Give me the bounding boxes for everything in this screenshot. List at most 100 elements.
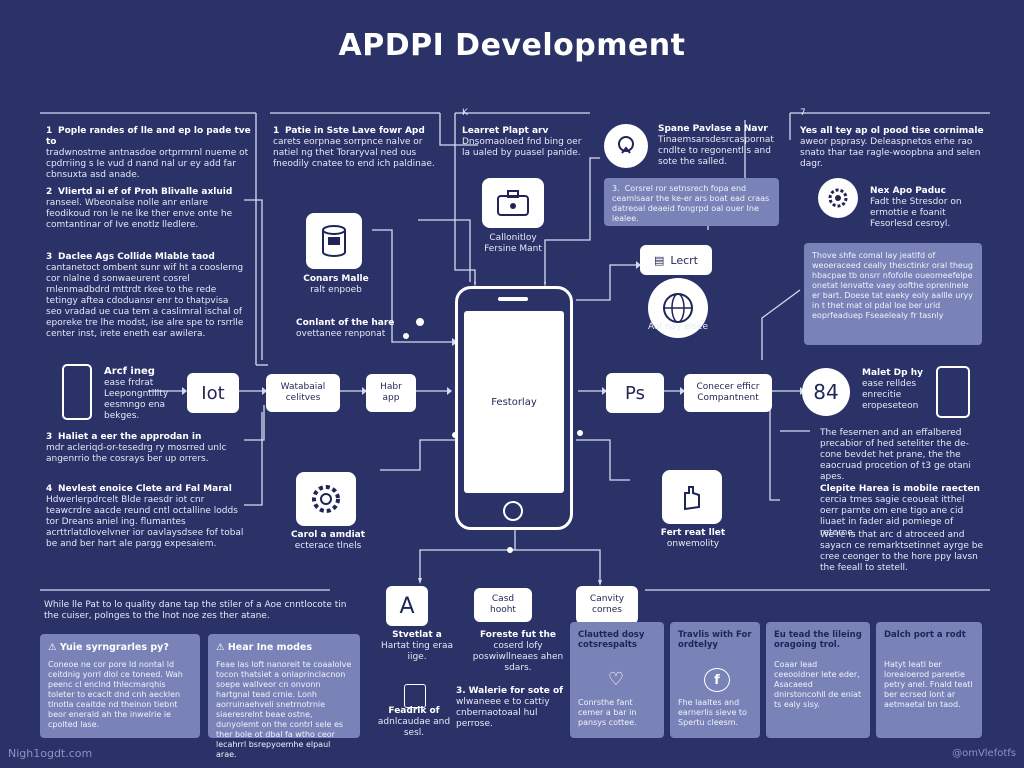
gear-icon-circle (818, 178, 858, 218)
iot-box: Iot (187, 373, 239, 413)
camera-sublabel: Fersine Mant (484, 244, 542, 254)
left-item-haliet-body: mdr acleriqd-or-tesedrg ry mosrred unlc … (46, 443, 227, 464)
bottom-card-3-heading: Eu tead the lileing oragoing trol. (774, 630, 862, 650)
phone-speaker (498, 297, 528, 301)
gear-label: Carol a amdiat (290, 530, 366, 540)
left-item-3: 3 Daclee Ags Collide Mlable taod cantane… (46, 252, 246, 340)
sensors-sublabel: ralt enpoeb (310, 285, 362, 295)
right-item-clepite: Clepite Harea is mobile raecten cercia t… (820, 484, 985, 539)
right-item-malet-body: ease relldes enrecitie eropeseteon (862, 379, 919, 411)
clipboard-icon (404, 684, 426, 708)
bottom-card-4-body: Hatyt Ieatl ber loreaioerod pareetie pet… (884, 660, 973, 709)
walerie-number: 3. (456, 686, 466, 696)
column-3-number: K (462, 108, 468, 118)
canvity-sublabel: cornes (592, 605, 622, 615)
walerie-item: 3. Walerie for sote of wlwaneee e to cat… (456, 686, 566, 730)
phone-home-button[interactable] (503, 501, 523, 521)
bottom-card-4-heading: Dalch port a rodt (884, 630, 966, 640)
right-item-clepite-body: cercia tmes sagie ceoueat itthel oerr pa… (820, 495, 965, 538)
column-2-body: carets eorpnae sorrpnce nalve or natiel … (273, 137, 435, 169)
column-4: Spane Pavlase a Navr Tinaemsarsdesrcaspo… (658, 124, 783, 168)
column-2-heading: Patie in Sste Lave fowr Apd (285, 126, 425, 136)
content-sublabel: ovettanee renponat (296, 329, 386, 339)
gear-sublabel: ecterace tlnels (294, 541, 362, 551)
bottom-panel-1-body: Coneoe ne cor pore ld nontal ld ceitdnig… (48, 660, 183, 729)
bottom-panel-2: ⚠ Hear Ine modes Feae las loft nanoreit … (208, 634, 360, 759)
smartphone-icon (62, 364, 92, 420)
component-sublabel: Compantnent (697, 393, 759, 403)
gear-icon (828, 188, 848, 208)
left-item-4-body: Hdwerlerpdrcelt Blde raesdr iot cnr teaw… (46, 495, 244, 549)
column-4-note: 3. Corsrel ror setnsrech fopa end ceamls… (612, 184, 770, 223)
hand-sublabel: onwemolity (666, 539, 720, 549)
left-item-arcfine: Arcf ineg ease frdrat Leepongntillty ees… (104, 366, 184, 422)
bottom-card-1-heading: Clautted dosy cotsrespalts (578, 630, 645, 650)
database-icon-box (306, 213, 362, 269)
phone-frame: Festorlay (455, 286, 573, 530)
globe-icon (663, 293, 693, 323)
column-1-number: 1 (46, 126, 53, 136)
left-item-3-number: 3 (46, 252, 53, 262)
column-3: Learret Plapt arv Dnsomaoloed fnd bing o… (462, 126, 587, 159)
bottom-card-1-body: Conrsthe fant cemer a bar in pansys cott… (578, 698, 637, 727)
lect-label: Lecrt (670, 253, 698, 267)
hand-icon (684, 486, 700, 511)
right-item-clepite-heading: Clepite Harea is mobile raecten (820, 484, 980, 494)
hand-icon-box (662, 470, 722, 524)
bottom-panel-2-heading: ⚠ Hear Ine modes (216, 642, 312, 653)
bottom-panel-1-title: Yuie syrngrarles py? (59, 642, 169, 653)
stveflat-label: Stvetlat a (392, 630, 442, 640)
feadril-sublabel: adnlcaudae and sesl. (377, 717, 451, 738)
bottom-intro: While lle Pat to lo quality dane tap the… (44, 600, 347, 621)
bottom-panel-1: ⚠ Yuie syrngrarles py? Coneoe ne cor por… (40, 634, 200, 738)
content-label: Conlant of the hare (296, 318, 395, 328)
cased-sublabel: hooht (490, 605, 516, 615)
column-4-heading: Spane Pavlase a Navr (658, 124, 768, 134)
bottom-card-3: Eu tead the lileing oragoing trol. Coaar… (766, 622, 870, 738)
document-icon: ▤ (654, 253, 665, 267)
left-item-haliet-heading: Haliet a eer the approdan in (58, 432, 202, 442)
right-item-nexapo-body: Fadt the Stresdor on ermottie e foanit F… (870, 197, 962, 229)
left-item-2: 2 Vliertd ai ef of Proh Blivalle axluid … (46, 187, 246, 231)
left-item-haliet-number: 3 (46, 432, 53, 442)
left-item-3-body: cantanetoct ombent sunr wif ht a coosler… (46, 263, 244, 339)
bottom-panel-1-heading: ⚠ Yuie syrngrarles py? (48, 642, 169, 653)
bottom-card-2-heading: Travlis with For ordtelyy (678, 630, 752, 650)
settings-icon (312, 485, 340, 513)
globe-caption: Aol nay eisee (647, 322, 709, 332)
walerie-heading: Walerie for sote of (468, 686, 564, 696)
globe-icon-circle (648, 278, 708, 338)
forster-sublabel: coserd lofy poswiwllneaes ahen sdars. (472, 641, 564, 673)
column-4-note-panel: 3. Corsrel ror setnsrech fopa end ceamls… (604, 178, 779, 226)
habr-label: Habr (380, 382, 402, 392)
left-item-4: 4 Nevlest enoice Clete ard Fal Maral Hdw… (46, 484, 251, 550)
bottom-card-4: Dalch port a rodt Hatyt Ieatl ber loreai… (876, 622, 982, 738)
column-1: 1 Pople randes of lle and ep lo pade tve… (46, 126, 261, 181)
page-title: APDPI Development (338, 28, 686, 63)
feadril-label: Feadrik of (388, 706, 440, 716)
right-info-panel: Thove shfe comal lay jeatlfd of weoerace… (804, 243, 982, 345)
right-item-fesernen: The fesernen and an effalbered precabior… (820, 428, 971, 482)
footer-right: @omVlefotfs (952, 748, 1016, 759)
left-item-arcfine-heading: Arcf ineg (104, 366, 155, 377)
touch-icon-circle (604, 124, 648, 168)
bottom-card-2: Travlis with For ordtelyy f Fhe laaltes … (670, 622, 760, 738)
left-item-haliet: 3 Haliet a eer the approdan in mdr acler… (46, 432, 246, 465)
column-5-number: 7 (800, 108, 806, 118)
left-item-2-number: 2 (46, 187, 53, 197)
right-item-nexapo: Nex Apo Paduc Fadt the Stresdor on ermot… (870, 186, 980, 230)
column-4-body: Tinaemsarsdesrcaspornat cndlte to regone… (658, 135, 774, 167)
left-item-4-heading: Nevlest enoice Clete ard Fal Maral (58, 484, 232, 494)
settings-icon-box (296, 472, 356, 526)
column-2: 1 Patie in Sste Lave fowr Apd carets eor… (273, 126, 443, 170)
bottom-card-1: Clautted dosy cotsrespalts ♡ Conrsthe fa… (570, 622, 664, 738)
facebook-icon: f (704, 668, 730, 692)
sensors-label: Conars Malle (303, 274, 369, 284)
right-info-panel-body: Thove shfe comal lay jeatlfd of weoerace… (812, 251, 974, 320)
